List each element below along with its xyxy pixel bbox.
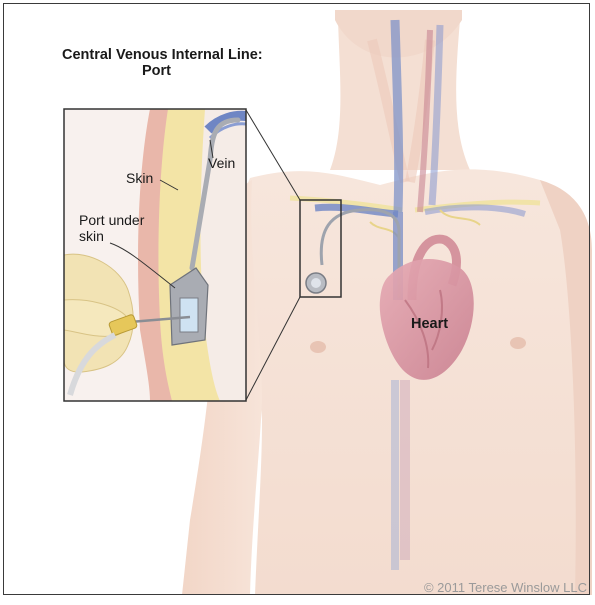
heart-label: Heart xyxy=(411,316,448,332)
title-line-2: Port xyxy=(62,63,342,79)
skin-label: Skin xyxy=(126,171,153,186)
port-label-line-1: Port under xyxy=(79,213,144,228)
inset xyxy=(64,109,246,401)
left-nipple xyxy=(310,341,326,353)
torso xyxy=(239,169,590,595)
vein-label: Vein xyxy=(208,156,235,171)
title-line-1: Central Venous Internal Line: xyxy=(62,47,342,63)
port-label-line-2: skin xyxy=(79,229,104,244)
port-septum xyxy=(311,278,321,288)
copyright-text: © 2011 Terese Winslow LLC xyxy=(424,580,587,595)
inset-port-reservoir xyxy=(180,298,198,332)
internal-jugular-vein xyxy=(395,20,399,212)
right-nipple xyxy=(510,337,526,349)
diagram-title: Central Venous Internal Line: Port xyxy=(62,47,342,79)
